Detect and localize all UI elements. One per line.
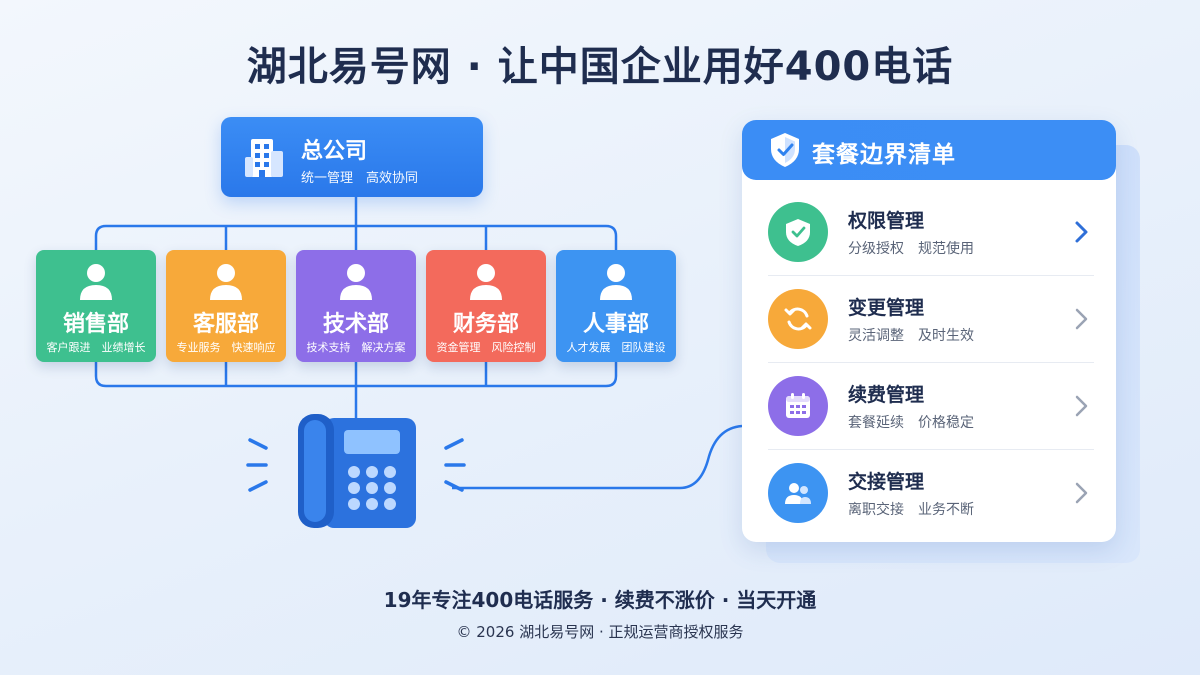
shield-check-icon (771, 133, 799, 167)
department-subtitle: 资金管理 风险控制 (436, 341, 536, 354)
department-name: 销售部 (62, 312, 129, 337)
chevron-right-icon[interactable] (1074, 481, 1090, 505)
item-icon-circle (768, 202, 828, 262)
panel-item-renewal[interactable]: 续费管理 套餐延续 价格稳定 (768, 376, 1094, 464)
headquarters-box: 总公司 统一管理 高效协同 (221, 117, 483, 197)
package-boundary-panel: 套餐边界清单 权限管理 分级授权 规范使用 变更管理 灵活调整 及时生效 (742, 120, 1116, 542)
item-title: 交接管理 (848, 471, 925, 493)
person-icon (340, 264, 372, 300)
item-title: 变更管理 (848, 297, 925, 319)
item-subtitle: 离职交接 业务不断 (848, 502, 974, 518)
calendar-icon (786, 393, 810, 418)
footer-slogan: 19年专注400电话服务 · 续费不涨价 · 当天开通 (383, 588, 817, 612)
department-hr: 人事部 人才发展 团队建设 (556, 250, 676, 362)
item-subtitle: 套餐延续 价格稳定 (848, 415, 974, 431)
row-divider (768, 449, 1094, 450)
item-title: 权限管理 (848, 210, 925, 232)
item-icon-circle (768, 376, 828, 436)
person-icon (600, 264, 632, 300)
department-subtitle: 人才发展 团队建设 (566, 341, 666, 354)
person-icon (470, 264, 502, 300)
department-service: 客服部 专业服务 快速响应 (166, 250, 286, 362)
department-sales: 销售部 客户跟进 业绩增长 (36, 250, 156, 362)
department-name: 技术部 (322, 312, 389, 337)
department-subtitle: 技术支持 解决方案 (306, 341, 406, 354)
panel-item-change[interactable]: 变更管理 灵活调整 及时生效 (768, 289, 1094, 377)
shield-icon (786, 219, 810, 246)
chevron-right-icon[interactable] (1074, 307, 1090, 331)
headquarters-subtitle: 统一管理 高效协同 (301, 171, 419, 186)
page-title: 湖北易号网 · 让中国企业用好400电话 (246, 44, 954, 90)
department-subtitle: 专业服务 快速响应 (176, 341, 276, 354)
department-name: 人事部 (582, 312, 649, 337)
refresh-icon (784, 307, 812, 331)
person-icon (80, 264, 112, 300)
item-subtitle: 灵活调整 及时生效 (848, 328, 974, 344)
department-subtitle: 客户跟进 业绩增长 (46, 341, 146, 354)
row-divider (768, 275, 1094, 276)
department-tech: 技术部 技术支持 解决方案 (296, 250, 416, 362)
panel-title: 套餐边界清单 (812, 142, 956, 168)
item-icon-circle (768, 289, 828, 349)
item-icon-circle (768, 463, 828, 523)
desk-phone-icon (246, 414, 466, 528)
panel-item-permission[interactable]: 权限管理 分级授权 规范使用 (768, 202, 1094, 290)
headquarters-title: 总公司 (301, 139, 368, 164)
panel-item-handover[interactable]: 交接管理 离职交接 业务不断 (768, 463, 1094, 551)
chevron-right-icon[interactable] (1074, 220, 1090, 244)
footer-copyright: © 2026 湖北易号网 · 正规运营商授权服务 (456, 623, 744, 641)
department-finance: 财务部 资金管理 风险控制 (426, 250, 546, 362)
row-divider (768, 362, 1094, 363)
item-title: 续费管理 (848, 384, 925, 406)
chevron-right-icon[interactable] (1074, 394, 1090, 418)
building-icon (245, 139, 283, 177)
person-icon (210, 264, 242, 300)
panel-header: 套餐边界清单 (742, 120, 1116, 180)
item-subtitle: 分级授权 规范使用 (848, 241, 974, 257)
department-name: 客服部 (192, 312, 259, 337)
users-icon (785, 483, 811, 504)
department-name: 财务部 (452, 312, 519, 337)
